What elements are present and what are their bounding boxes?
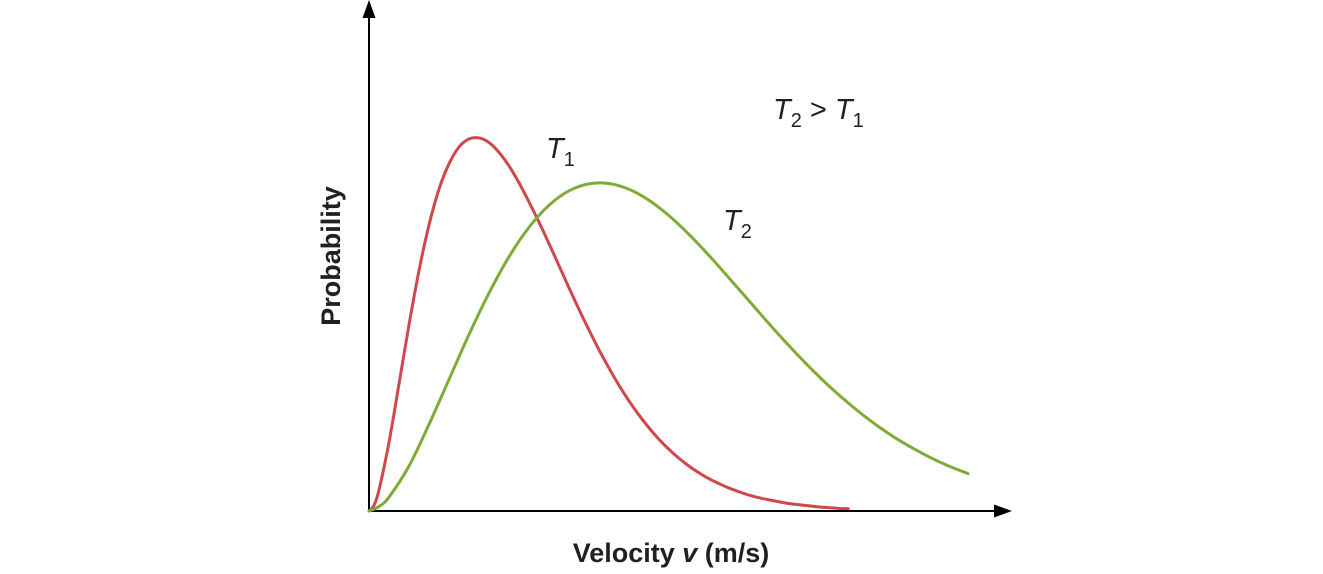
y-axis-arrowhead: [362, 0, 376, 18]
series-line-t2: [367, 181, 970, 513]
x-axis-arrowhead: [994, 504, 1012, 518]
x-axis-title: Velocity v (m/s): [573, 538, 770, 568]
y-axis-title: Probability: [316, 186, 346, 326]
series-line-t1: [367, 136, 850, 513]
series-label-t2: T2: [723, 205, 752, 243]
temperature-relation-annotation: T2 > T1: [773, 94, 864, 132]
series-label-t1: T1: [546, 133, 575, 171]
